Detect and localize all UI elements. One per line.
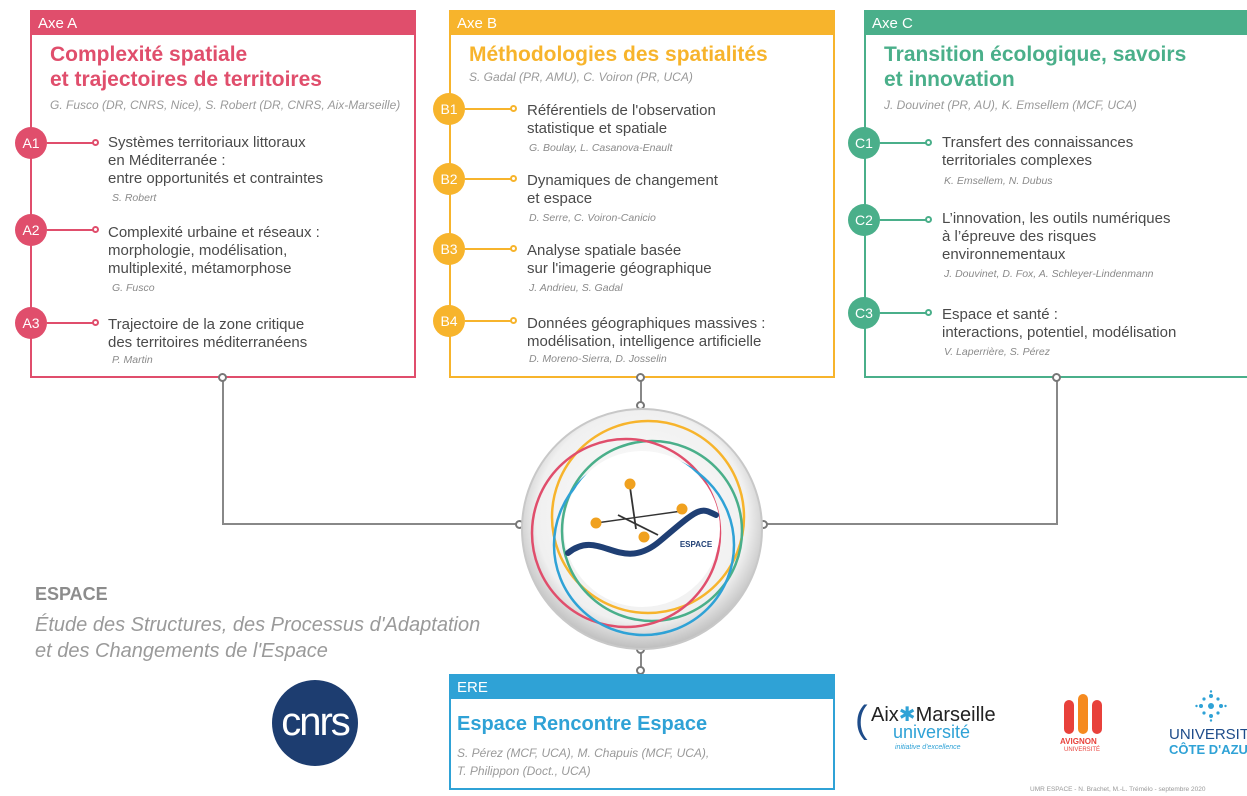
ring-yellow <box>550 419 746 615</box>
axis-a-responsibles: G. Fusco (DR, CNRS, Nice), S. Robert (DR… <box>50 98 401 112</box>
badge-b4: B4 <box>433 305 465 337</box>
amu-logo: ( Aix✱Marseille université initiative d'… <box>855 699 996 751</box>
item-a3-authors: P. Martin <box>112 354 153 366</box>
item-b2-authors: D. Serre, C. Voiron-Canicio <box>529 212 656 224</box>
ring-green <box>560 439 744 623</box>
item-b4-title: Données géographiques massives :modélisa… <box>527 315 766 350</box>
axis-c-title-line2: et innovation <box>884 68 1015 91</box>
espace-logo-text: ESPACE <box>680 540 713 549</box>
ere-responsibles-line2: T. Philippon (Doct., UCA) <box>457 764 591 778</box>
badge-b3: B3 <box>433 233 465 265</box>
badge-a2: A2 <box>15 214 47 246</box>
dot-b3 <box>510 245 517 252</box>
axis-c-label: Axe C <box>866 12 1247 35</box>
axis-a-box: Axe A Complexité spatiale et trajectoire… <box>30 10 416 378</box>
connector-b-vertical <box>640 378 642 414</box>
item-c3-authors: V. Laperrière, S. Pérez <box>944 346 1051 358</box>
ring-red <box>530 437 722 629</box>
axis-a-title-line2: et trajectoires de territoires <box>50 68 322 91</box>
connector-b1 <box>465 108 511 110</box>
dot-b2 <box>510 175 517 182</box>
connector-c-horizontal <box>764 523 1058 525</box>
avignon-logo: AVIGNON UNIVERSITÉ <box>1060 692 1120 758</box>
axis-c-title-line1: Transition écologique, savoirs <box>884 43 1187 66</box>
item-a1-authors: S. Robert <box>112 192 157 204</box>
item-b1-authors: G. Boulay, L. Casanova-Enault <box>529 142 673 154</box>
junction-c <box>1052 373 1061 382</box>
dot-a3 <box>92 319 99 326</box>
espace-name: ESPACE <box>35 584 108 604</box>
dot-c1 <box>925 139 932 146</box>
item-b4-authors: D. Moreno-Sierra, D. Josselin <box>529 353 667 365</box>
cnrs-logo: cnrs <box>272 680 358 766</box>
dot-c2 <box>925 216 932 223</box>
badge-a1: A1 <box>15 127 47 159</box>
dot-a1 <box>92 139 99 146</box>
uca-emblem-icon <box>1195 690 1227 722</box>
connector-a3 <box>47 322 93 324</box>
badge-c2: C2 <box>848 204 880 236</box>
ere-box: ERE Espace Rencontre Espace S. Pérez (MC… <box>449 674 835 790</box>
connector-a2 <box>47 229 93 231</box>
badge-c1: C1 <box>848 127 880 159</box>
dot-a2 <box>92 226 99 233</box>
connector-c3 <box>880 312 926 314</box>
credit-text: UMR ESPACE - N. Brachet, M.-L. Trémélo -… <box>1030 786 1206 793</box>
item-c1-authors: K. Emsellem, N. Dubus <box>944 175 1053 187</box>
axis-c-box: Axe C Transition écologique, savoirs et … <box>864 10 1247 378</box>
espace-description: Étude des Structures, des Processus d'Ad… <box>35 614 481 662</box>
connector-c-vertical <box>1056 378 1058 525</box>
item-a2-authors: G. Fusco <box>112 282 155 294</box>
item-b3-authors: J. Andrieu, S. Gadal <box>529 282 623 294</box>
uca-logo: UNIVERSITÉ CÔTE D'AZUR <box>1165 690 1247 762</box>
dot-b4 <box>510 317 517 324</box>
badge-b1: B1 <box>433 93 465 125</box>
hub-inner <box>564 451 720 607</box>
connector-ere-vertical <box>640 640 642 674</box>
junction-b-top <box>636 373 645 382</box>
connector-c1 <box>880 142 926 144</box>
connector-b3 <box>465 248 511 250</box>
axis-c-responsibles: J. Douvinet (PR, AU), K. Emsellem (MCF, … <box>884 98 1137 112</box>
ere-title: Espace Rencontre Espace <box>457 713 708 735</box>
junction-a <box>218 373 227 382</box>
ere-responsibles-line1: S. Pérez (MCF, UCA), M. Chapuis (MCF, UC… <box>457 746 710 760</box>
badge-a3: A3 <box>15 307 47 339</box>
connector-a-vertical <box>222 378 224 525</box>
espace-hub: ESPACE <box>521 408 763 650</box>
axis-b-box: Axe B Méthodologies des spatialités S. G… <box>449 10 835 378</box>
espace-logo-icon <box>565 478 719 557</box>
axis-b-responsibles: S. Gadal (PR, AMU), C. Voiron (PR, UCA) <box>469 70 693 84</box>
connector-a-horizontal <box>222 523 520 525</box>
item-a2-title: Complexité urbaine et réseaux :morpholog… <box>108 224 320 277</box>
connector-b2 <box>465 178 511 180</box>
axis-a-label: Axe A <box>32 12 414 35</box>
connector-c2 <box>880 219 926 221</box>
connector-a1 <box>47 142 93 144</box>
dot-b1 <box>510 105 517 112</box>
axis-a-title-line1: Complexité spatiale <box>50 43 248 66</box>
badge-c3: C3 <box>848 297 880 329</box>
badge-b2: B2 <box>433 163 465 195</box>
ere-label: ERE <box>451 676 833 699</box>
item-c3-title: Espace et santé :interactions, potentiel… <box>942 306 1177 341</box>
axis-b-title: Méthodologies des spatialités <box>469 43 768 66</box>
dot-c3 <box>925 309 932 316</box>
axis-b-label: Axe B <box>451 12 833 35</box>
connector-b4 <box>465 320 511 322</box>
item-c2-authors: J. Douvinet, D. Fox, A. Schleyer-Lindenm… <box>944 268 1154 280</box>
